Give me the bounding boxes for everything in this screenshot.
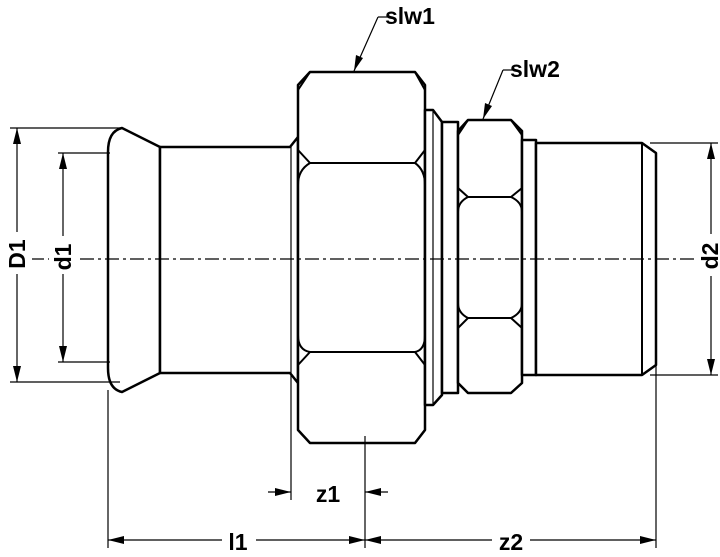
press-end-tube <box>158 135 300 385</box>
dimension-z2: z2 <box>365 529 656 555</box>
union-nut-slw1 <box>296 70 427 445</box>
label-slw1: slw1 <box>385 3 435 29</box>
label-slw2: slw2 <box>510 56 560 82</box>
dimension-l1: l1 <box>108 529 365 555</box>
dimension-d2: d2 <box>650 142 720 376</box>
label-z2: z2 <box>499 529 523 555</box>
press-end-bead <box>106 126 162 394</box>
hex-slw2 <box>456 118 524 395</box>
fitting-body <box>106 70 658 445</box>
dimension-d1: d1 <box>49 152 110 363</box>
leader-slw1: slw1 <box>353 3 435 72</box>
dimension-z1: z1 <box>268 481 388 507</box>
label-l1: l1 <box>228 529 247 555</box>
dimension-D1: D1 <box>2 127 120 383</box>
label-D1: D1 <box>4 239 30 269</box>
label-d2: d2 <box>697 243 720 270</box>
label-z1: z1 <box>316 481 341 507</box>
leader-slw2: slw2 <box>482 56 560 120</box>
label-d1: d1 <box>50 243 76 270</box>
